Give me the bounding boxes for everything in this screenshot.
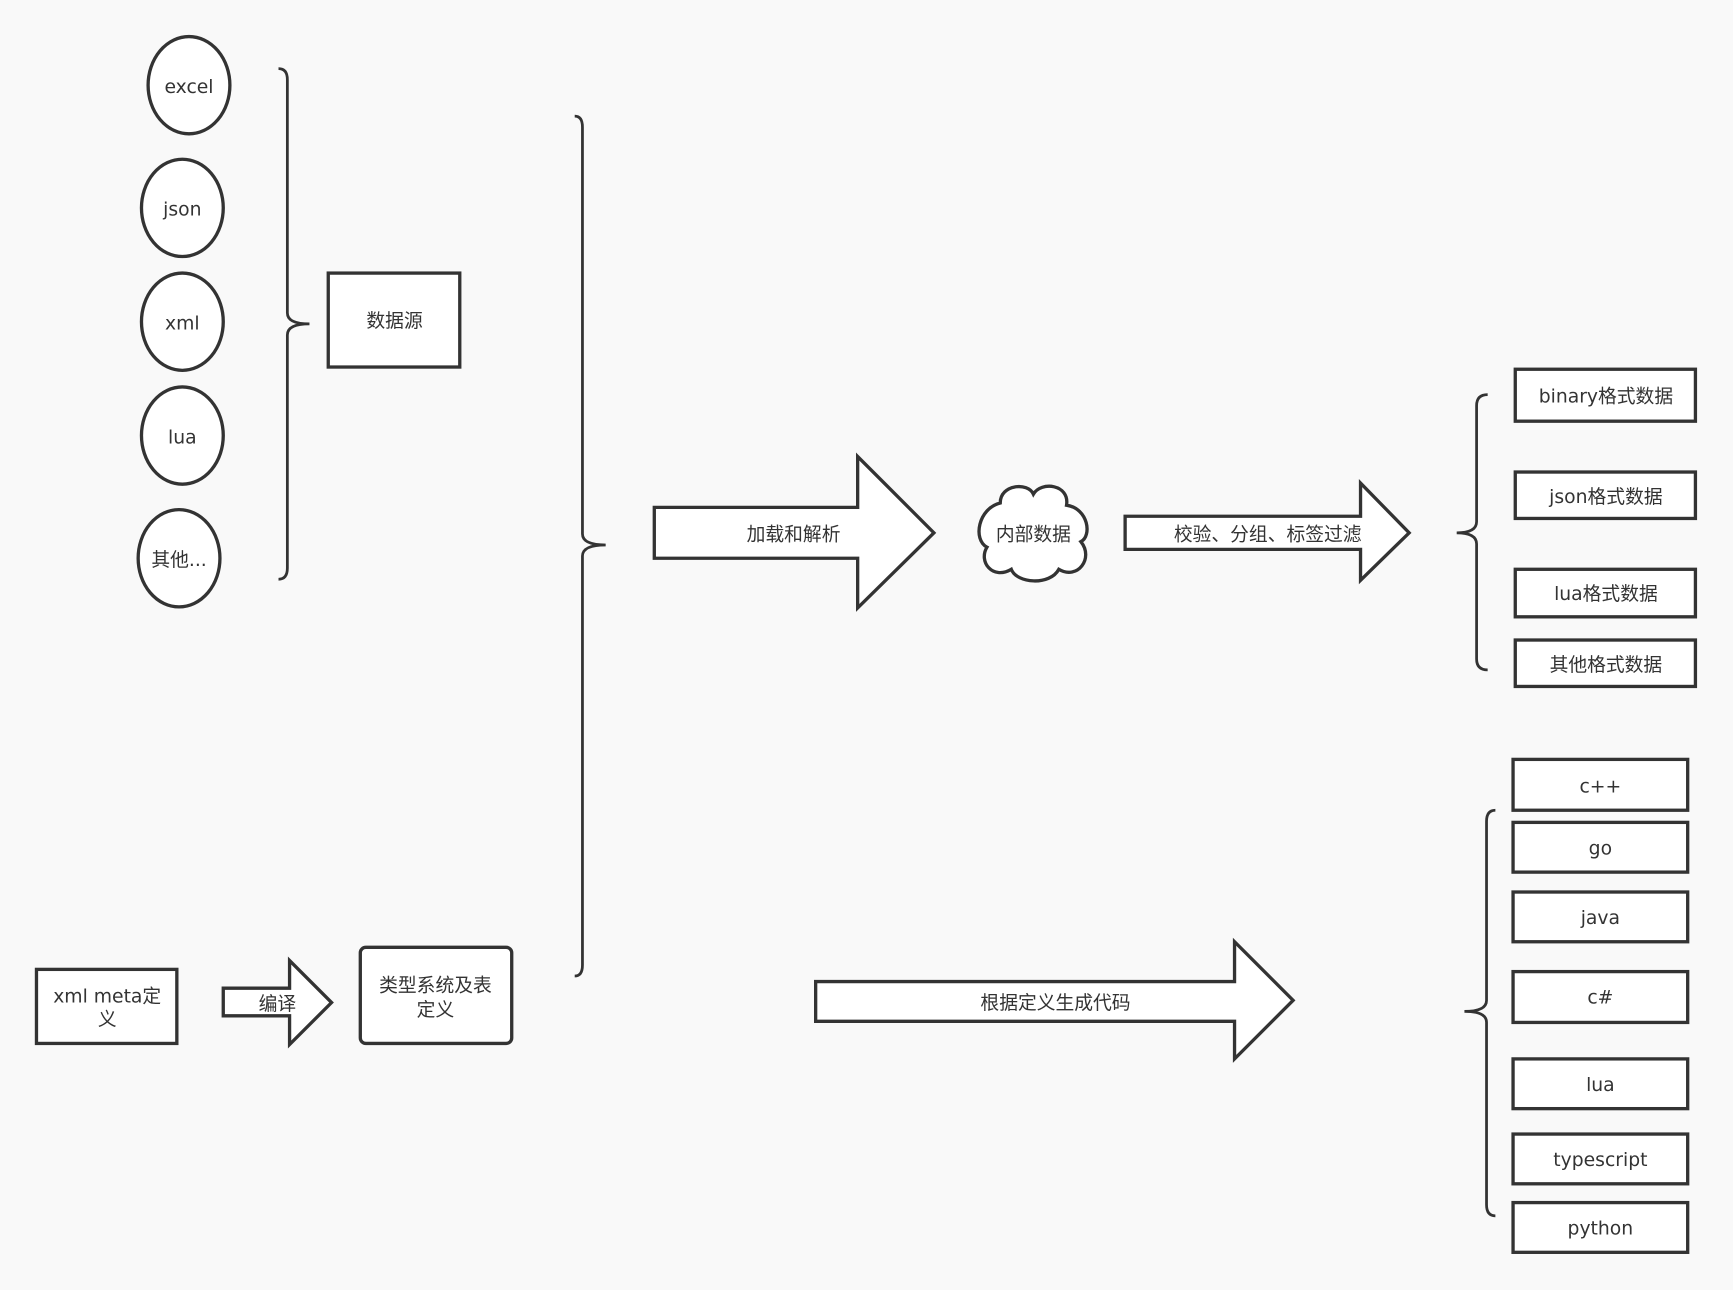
format-binary: binary格式数据 [1513,367,1698,423]
svg-text:根据定义生成代码: 根据定义生成代码 [980,992,1130,1014]
svg-text:typescript: typescript [1553,1150,1647,1171]
sources-brace [278,67,310,581]
svg-text:python: python [1568,1219,1634,1240]
svg-text:其他格式数据: 其他格式数据 [1550,654,1663,676]
svg-text:json格式数据: json格式数据 [1548,486,1662,508]
svg-text:数据源: 数据源 [366,310,423,332]
svg-text:lua: lua [168,427,197,448]
lang-java: java [1511,890,1690,944]
format-lua: lua格式数据 [1513,567,1698,619]
lang-lua: lua [1511,1057,1690,1111]
formats-brace [1456,393,1488,672]
svg-text:c#: c# [1587,988,1613,1009]
svg-text:定义: 定义 [417,999,455,1021]
svg-text:xml meta定: xml meta定 [53,986,161,1008]
svg-text:json: json [162,200,201,221]
lang-python: python [1511,1200,1690,1254]
svg-text:lua: lua [1586,1075,1615,1096]
languages-brace [1464,808,1496,1218]
load-parse-arrow: 加载和解析 [652,452,937,612]
svg-text:编译: 编译 [259,993,297,1015]
svg-text:内部数据: 内部数据 [996,524,1071,546]
source-json: json [139,157,225,259]
svg-text:xml: xml [165,313,200,334]
svg-text:类型系统及表: 类型系统及表 [379,974,492,996]
codegen-arrow: 根据定义生成代码 [814,937,1296,1063]
lang-csharp: c# [1511,969,1690,1025]
svg-text:加载和解析: 加载和解析 [747,524,841,546]
source-xml: xml [139,271,225,373]
svg-text:go: go [1589,838,1612,859]
compile-arrow: 编译 [221,956,334,1049]
lang-go: go [1511,820,1690,874]
svg-text:校验、分组、标签过滤: 校验、分组、标签过滤 [1174,524,1362,546]
source-lua: lua [139,385,225,486]
internal-data-cloud: 内部数据 [977,484,1089,583]
source-excel: excel [146,34,232,136]
format-other: 其他格式数据 [1513,638,1698,689]
svg-text:其他...: 其他... [151,549,206,571]
source-other: 其他... [136,507,222,609]
lang-cpp: c++ [1511,757,1690,812]
svg-text:义: 义 [98,1009,117,1031]
svg-text:binary格式数据: binary格式数据 [1539,385,1673,407]
svg-text:excel: excel [164,77,213,98]
inputs-brace [574,114,606,978]
data-source-box: 数据源 [326,271,462,369]
lang-typescript: typescript [1511,1132,1690,1186]
svg-text:java: java [1580,908,1620,929]
svg-text:c++: c++ [1579,777,1621,798]
svg-text:lua格式数据: lua格式数据 [1554,583,1658,605]
validate-filter-arrow: 校验、分组、标签过滤 [1123,479,1412,585]
format-json: json格式数据 [1513,470,1698,521]
